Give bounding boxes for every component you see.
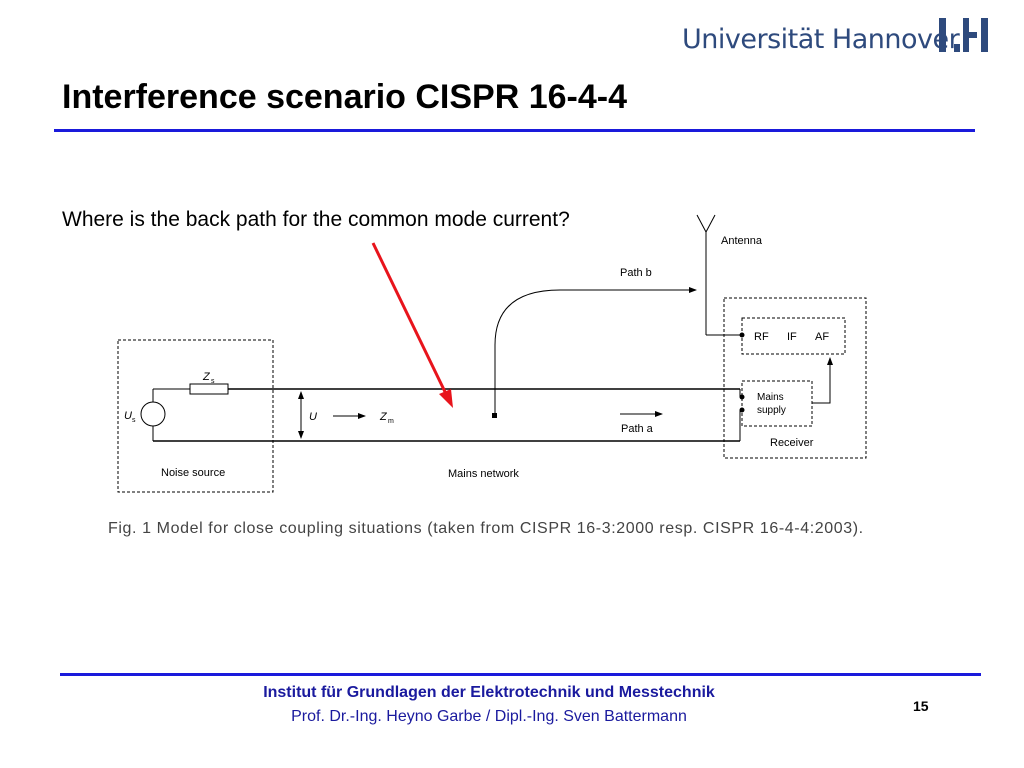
- zm-label: Z: [379, 411, 388, 423]
- figure-caption: Fig. 1 Model for close coupling situatio…: [108, 520, 864, 537]
- noise-source-box: [117, 339, 274, 493]
- path-a-label: Path a: [621, 423, 654, 435]
- if-label: IF: [787, 331, 797, 343]
- page-number: 15: [913, 698, 929, 714]
- university-logo-icon: [939, 18, 988, 52]
- footer-divider: [60, 673, 981, 676]
- path-b-label: Path b: [620, 267, 652, 279]
- mains-network-label: Mains network: [448, 468, 519, 480]
- zm-sub: m: [388, 418, 394, 425]
- receiver-box: [723, 297, 867, 459]
- mains-label: Mains: [757, 392, 784, 403]
- us-sub: s: [132, 417, 136, 424]
- noise-source-label: Noise source: [161, 467, 225, 479]
- header-divider: [54, 129, 975, 132]
- red-pointer-arrow: [371, 242, 449, 397]
- rf-if-af-box: [741, 317, 846, 355]
- u-label: U: [309, 411, 317, 423]
- zs-resistor: [189, 383, 229, 395]
- supply-label: supply: [757, 405, 786, 416]
- slide-title: Interference scenario CISPR 16-4-4: [62, 78, 628, 116]
- antenna-label: Antenna: [721, 235, 763, 247]
- voltage-source-icon: [140, 401, 166, 427]
- zs-label: Z: [202, 371, 211, 383]
- mains-supply-box: [741, 380, 813, 427]
- rf-label: RF: [754, 331, 769, 343]
- us-label: U: [124, 410, 132, 422]
- footer-institute: Institut für Grundlagen der Elektrotechn…: [263, 684, 715, 701]
- af-label: AF: [815, 331, 829, 343]
- university-name: Universität Hannover: [682, 24, 960, 55]
- zs-sub: s: [211, 378, 215, 385]
- footer-authors: Prof. Dr.-Ing. Heyno Garbe / Dipl.-Ing. …: [291, 708, 687, 725]
- receiver-label: Receiver: [770, 437, 814, 449]
- question-text: Where is the back path for the common mo…: [62, 208, 570, 231]
